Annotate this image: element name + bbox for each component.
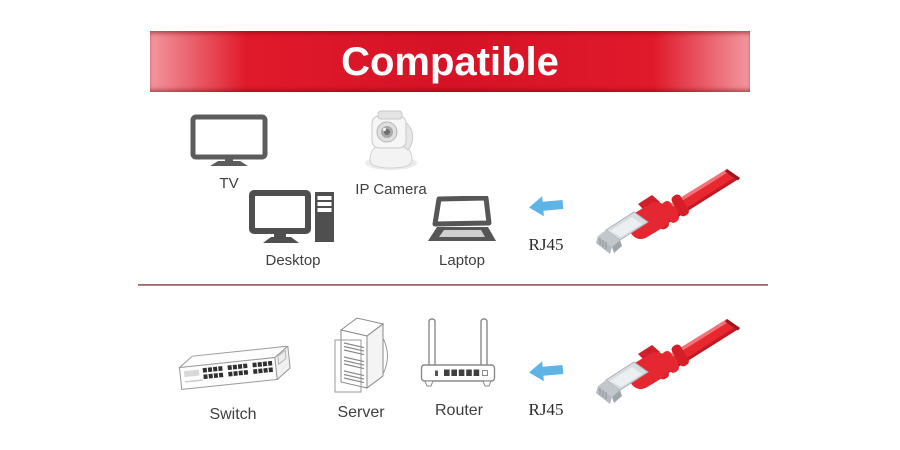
device-desktop: Desktop <box>246 190 340 269</box>
network-switch-icon <box>172 345 294 396</box>
ip-camera-icon <box>358 110 424 170</box>
device-label: Server <box>337 404 385 421</box>
desktop-icon <box>249 190 337 244</box>
banner-title: Compatible <box>341 39 559 84</box>
server-icon <box>333 314 389 394</box>
left-arrow-icon <box>527 193 565 218</box>
router-icon <box>420 318 498 392</box>
compatible-banner: Compatible <box>150 31 750 92</box>
device-router: Router <box>418 318 500 420</box>
device-label: Switch <box>209 406 257 423</box>
device-switch: Switch <box>170 345 296 424</box>
device-label: Desktop <box>265 252 321 269</box>
device-tv: TV <box>186 114 272 192</box>
device-label: TV <box>219 175 239 192</box>
row-divider <box>138 284 768 286</box>
device-ip-camera: IP Camera <box>348 110 434 198</box>
device-laptop: Laptop <box>424 195 500 269</box>
connector-callout-top: RJ45 <box>518 195 574 255</box>
device-label: Router <box>434 402 484 419</box>
connector-callout-bottom: RJ45 <box>518 360 574 420</box>
rj45-label: RJ45 <box>528 235 564 254</box>
device-server: Server <box>328 314 394 422</box>
rj45-label: RJ45 <box>528 400 564 419</box>
rj45-patch-cable-image <box>594 300 750 418</box>
left-arrow-icon <box>527 358 565 383</box>
device-label: Laptop <box>439 252 485 269</box>
device-label: IP Camera <box>355 181 427 198</box>
tv-icon <box>190 114 268 167</box>
laptop-icon <box>427 195 497 244</box>
rj45-patch-cable-image <box>594 150 750 268</box>
